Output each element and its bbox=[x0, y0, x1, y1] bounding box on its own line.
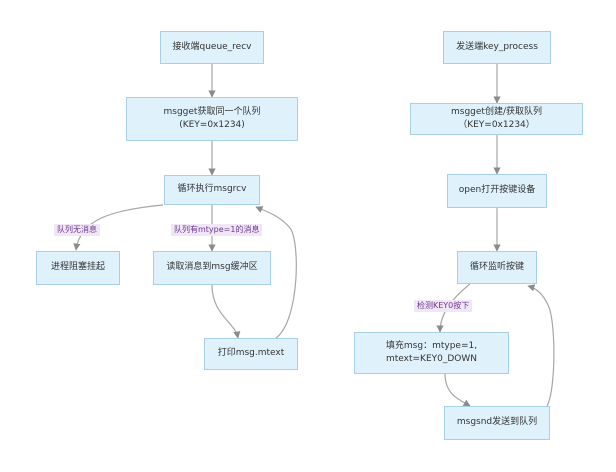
node-recv-start-label: 接收端queue_recv bbox=[172, 41, 252, 52]
node-send-msgsnd-label: msgsnd发送到队列 bbox=[456, 417, 538, 428]
node-send-msgget-label: msgget创建/获取队列（KEY=0x1234） bbox=[451, 106, 542, 130]
edge-recv-loop-to-block bbox=[73, 204, 164, 251]
node-send-msgsnd: msgsnd发送到队列 bbox=[444, 406, 550, 440]
node-recv-print: 打印msg.mtext bbox=[204, 338, 298, 370]
edge-label-has-message: 队列有mtype=1的消息 bbox=[171, 224, 263, 237]
edge-recv-read-to-print bbox=[211, 284, 241, 339]
node-send-fill-label: 填充msg：mtype=1, mtext=KEY0_DOWN bbox=[385, 340, 478, 364]
node-recv-block: 进程阻塞挂起 bbox=[36, 251, 120, 285]
node-recv-msgget-label: msgget获取同一个队列 (KEY=0x1234) bbox=[163, 106, 261, 130]
node-send-fill: 填充msg：mtype=1, mtext=KEY0_DOWN bbox=[354, 332, 509, 374]
node-recv-loop: 循环执行msgrcv bbox=[164, 175, 260, 205]
node-recv-start: 接收端queue_recv bbox=[160, 31, 264, 64]
node-recv-read: 读取消息到msg缓冲区 bbox=[153, 251, 271, 285]
node-send-open-label: open打开按键设备 bbox=[458, 185, 536, 196]
edge-label-no-message: 队列无消息 bbox=[54, 224, 100, 237]
edge-recv-print-back-to-loop bbox=[255, 206, 297, 339]
node-send-loop-label: 循环监听按键 bbox=[469, 261, 524, 272]
node-recv-msgget: msgget获取同一个队列 (KEY=0x1234) bbox=[126, 97, 298, 141]
node-recv-print-label: 打印msg.mtext bbox=[217, 348, 285, 359]
node-send-open: open打开按键设备 bbox=[447, 174, 547, 208]
node-send-msgget: msgget创建/获取队列（KEY=0x1234） bbox=[410, 103, 583, 135]
node-send-start-label: 发送端key_process bbox=[456, 41, 538, 52]
node-send-start: 发送端key_process bbox=[443, 31, 551, 64]
node-recv-loop-label: 循环执行msgrcv bbox=[177, 184, 247, 195]
edge-send-fill-to-msgsnd bbox=[444, 373, 471, 407]
node-recv-read-label: 读取消息到msg缓冲区 bbox=[166, 262, 258, 273]
edge-label-key0-pressed: 检测KEY0按下 bbox=[414, 300, 473, 313]
node-recv-block-label: 进程阻塞挂起 bbox=[50, 262, 105, 273]
node-send-loop: 循环监听按键 bbox=[457, 251, 537, 284]
edge-send-msgsnd-back-to-loop bbox=[527, 284, 555, 407]
